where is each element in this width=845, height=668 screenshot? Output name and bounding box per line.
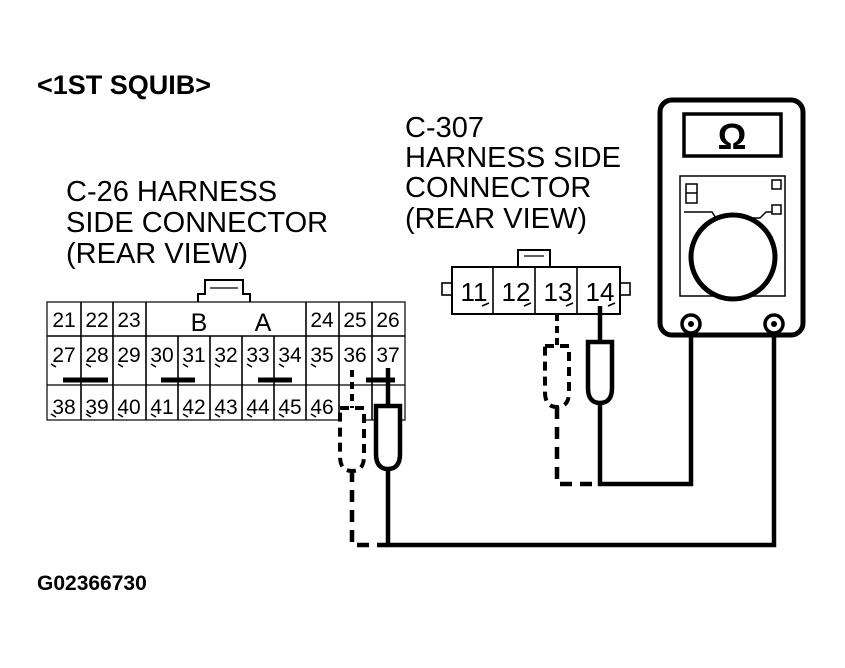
c26-pin-45: 45 [278, 396, 301, 419]
c26-pin-34: 34 [278, 344, 302, 367]
c26-pin-33: 33 [246, 344, 269, 367]
c307-pin-13: 13 [544, 277, 573, 307]
c307-label-line3: CONNECTOR [405, 172, 592, 204]
c26-connector: 21 22 23 B A 24 25 26 27 28 29 30 31 32 … [46, 279, 406, 421]
c26-pin-43: 43 [214, 396, 237, 419]
c26-pin-29: 29 [117, 344, 140, 367]
c26-label-line1: C-26 HARNESS [66, 176, 278, 208]
c307-probes [543, 306, 615, 410]
figure-code: G02366730 [37, 572, 147, 595]
c26-pin-24: 24 [310, 309, 334, 332]
meter-dial [688, 212, 778, 302]
c26-pin-22: 22 [85, 309, 108, 332]
c26-pin-44: 44 [246, 396, 270, 419]
c307-label-line2: HARNESS SIDE [405, 142, 621, 174]
c26-pin-35: 35 [310, 344, 333, 367]
c26-pin-38: 38 [52, 396, 75, 419]
c26-label-line3: (REAR VIEW) [66, 238, 249, 270]
c26-pin-42: 42 [182, 396, 205, 419]
c26-pin-37: 37 [376, 344, 399, 367]
c26-pin-28: 28 [85, 344, 108, 367]
c26-pin-26: 26 [376, 309, 399, 332]
c26-pin-39: 39 [85, 396, 108, 419]
c26-probes [338, 368, 403, 474]
c26-pin-30: 30 [150, 344, 173, 367]
c307-label-line1: C-307 [405, 112, 484, 144]
c26-label-line2: SIDE CONNECTOR [66, 207, 329, 239]
c26-pin-40: 40 [117, 396, 140, 419]
hidden-leads [349, 407, 600, 548]
diagram-title: <1ST SQUIB> [37, 70, 212, 100]
c307-pin-14: 14 [586, 277, 615, 307]
c26-pin-46: 46 [310, 396, 333, 419]
test-leads [385, 333, 777, 548]
c26-pin-21: 21 [52, 309, 75, 332]
c307-pin-11: 11 [461, 277, 488, 307]
ohmmeter: Ω [657, 97, 806, 338]
c307-connector: 11 12 13 14 [441, 249, 631, 315]
c26-pin-32: 32 [214, 344, 237, 367]
c26-pin-25: 25 [343, 309, 366, 332]
c26-pin-23: 23 [117, 309, 140, 332]
c26-pin-36: 36 [343, 344, 366, 367]
c26-pin-a: A [255, 309, 272, 337]
c26-pin-b: B [191, 309, 208, 337]
c307-pin-12: 12 [502, 277, 531, 307]
ohm-symbol: Ω [718, 116, 747, 157]
c26-pin-41: 41 [150, 396, 173, 419]
c307-label-line4: (REAR VIEW) [405, 203, 588, 235]
c26-pin-31: 31 [182, 344, 205, 367]
c26-pin-27: 27 [52, 344, 75, 367]
